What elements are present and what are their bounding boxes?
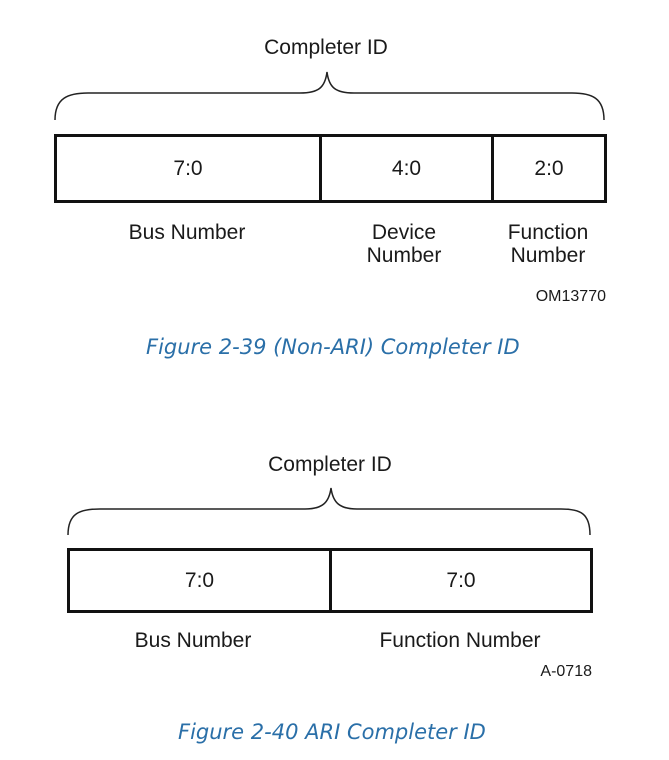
fig1-field-device: 4:0 [319, 134, 494, 203]
fig1-field-bus-bits: 7:0 [173, 156, 203, 180]
fig2-caption: Figure 2-40 ARI Completer ID [178, 720, 486, 744]
fig2-field-bus-bits: 7:0 [184, 568, 215, 592]
fig2-field-function: 7:0 [329, 548, 593, 613]
fig1-field-function-bits: 2:0 [534, 156, 564, 180]
fig1-caption: Figure 2-39 (Non-ARI) Completer ID [146, 335, 520, 359]
fig1-label-device: Device Number [366, 221, 442, 267]
fig2-label-function: Function Number [379, 629, 541, 652]
fig2-header: Completer ID [268, 453, 392, 476]
fig1-header: Completer ID [264, 36, 388, 59]
fig2-figure-code: A-0718 [540, 663, 592, 680]
fig1-field-bus: 7:0 [54, 134, 322, 203]
fig1-field-device-bits: 4:0 [391, 156, 422, 180]
fig1-field-function: 2:0 [491, 134, 607, 203]
fig2-field-function-bits: 7:0 [446, 568, 476, 592]
fig2-label-bus: Bus Number [134, 629, 252, 652]
fig1-label-bus: Bus Number [128, 221, 246, 244]
fig2-field-bus: 7:0 [67, 548, 332, 613]
fig1-label-function: Function Number [507, 221, 589, 267]
fig1-figure-code: OM13770 [535, 288, 606, 305]
